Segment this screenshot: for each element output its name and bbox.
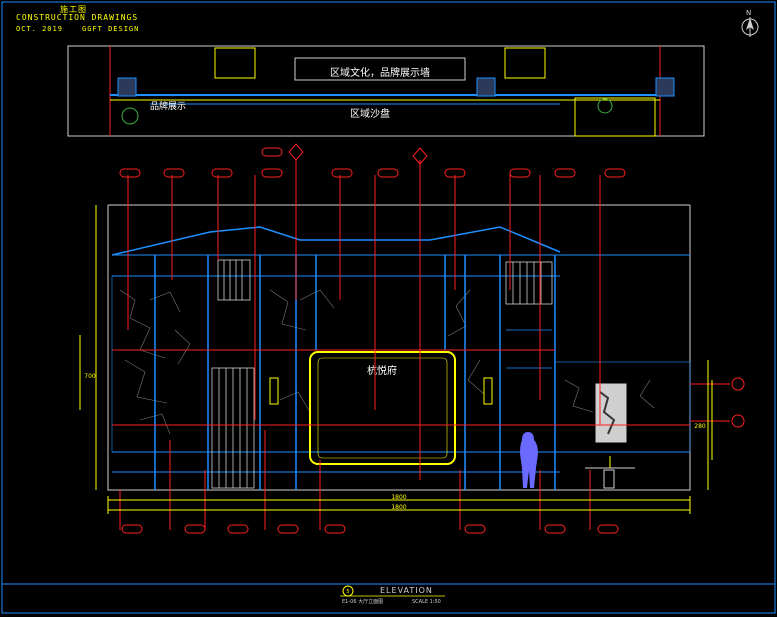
sconce-left-icon [269,377,279,405]
human-scale-figure-icon [520,432,538,488]
north-arrow-icon [741,17,759,37]
footer-subtitle: E1-06 大厅立面图 [342,598,383,605]
company-name: GGFT DESIGN [82,25,140,33]
dimension-right-height: 280 [694,423,706,430]
section-markers [288,143,745,428]
callout-tags-top [119,147,626,178]
center-panel-frame [309,351,456,465]
dimension-total-2: 1800 [391,504,406,511]
dimension-total: 1800 [391,494,406,501]
side-table-icon [585,456,635,489]
title-cn: 施工图 [60,5,87,14]
columns [154,255,556,490]
title-en: CONSTRUCTION DRAWINGS [16,13,139,22]
plan-view [67,45,705,137]
plan-label-left: 品牌展示 [150,100,186,112]
title-ref-number: 5 [346,589,349,595]
dimension-lines [79,205,713,514]
center-panel-inner [317,357,448,459]
center-panel-text: 杭悦府 [367,364,397,377]
callout-tags-bottom [121,524,619,534]
dimension-left-height: 700 [84,373,96,380]
slat-screen-right [505,261,553,369]
sconce-right-icon [483,377,493,405]
drawing-date: OCT. 2019 [16,25,63,33]
plan-label-top: 区域文化，品牌展示墙 [330,66,430,79]
elevation-outline [107,204,691,491]
footer-scale: SCALE 1:50 [412,599,441,605]
north-label: N [746,9,752,17]
slat-screen-left [211,259,255,489]
callout-leaders [112,160,730,530]
footer-title: ELEVATION [380,586,433,595]
plan-label-bottom: 区域沙盘 [350,107,390,120]
